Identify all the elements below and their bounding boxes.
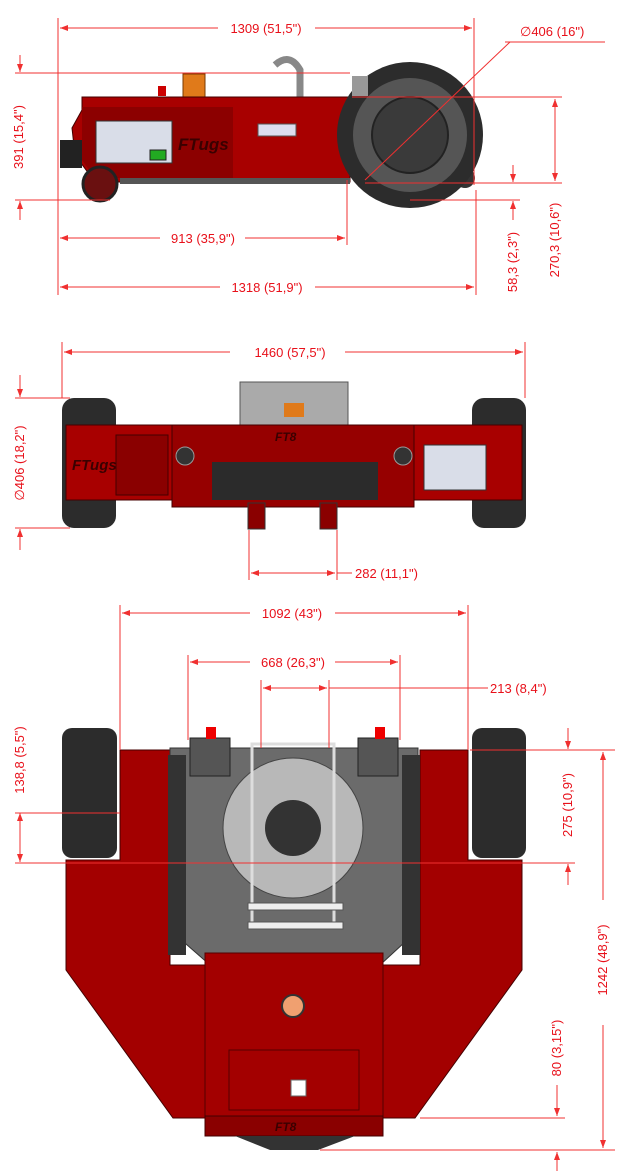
label-window	[257, 123, 297, 137]
top-wheel-right	[472, 728, 526, 858]
dim-overall-length-bottom: 1318 (51,9")	[231, 280, 302, 295]
top-wheel-left	[62, 728, 117, 858]
front-logo-brand: FTugs	[72, 457, 117, 474]
indicator-right	[375, 727, 385, 739]
front-door	[115, 434, 169, 496]
dim-turntable-offset: 275 (10,9")	[560, 773, 575, 837]
top-dimensions: 1092 (43") 668 (26,3") 213 (8,4") 138,8 …	[12, 605, 615, 1171]
stop-button	[158, 86, 166, 96]
roller-1	[247, 902, 344, 911]
top-side-strip-right	[402, 755, 420, 955]
dim-bracket-spacing: 668 (26,3")	[261, 655, 325, 670]
side-dimensions: 1309 (51,5") ∅406 (16") 391 (15,4") 913 …	[11, 18, 605, 295]
beacon-light	[182, 73, 206, 98]
turntable-hub	[265, 800, 321, 856]
dim-overall-length-top: 1309 (51,5")	[230, 21, 301, 36]
front-top-frame	[239, 381, 349, 428]
dim-ground-clearance: 58,3 (2,3")	[505, 232, 520, 292]
dim-fork-spacing: 282 (11,1")	[355, 566, 418, 581]
fork-left	[247, 502, 266, 530]
indicator-left	[206, 727, 216, 739]
rear-access-cover	[228, 1049, 360, 1111]
drive-wheel-hub	[371, 96, 449, 174]
side-view: FTugs	[60, 56, 483, 208]
side-skirt	[120, 178, 350, 184]
top-view: FT8	[62, 727, 526, 1150]
side-bumper	[60, 140, 82, 168]
roller-2	[247, 921, 344, 930]
rear-beacon	[281, 994, 305, 1018]
motor-top	[352, 76, 368, 96]
dim-front-wheel-diameter: ∅406 (18,2")	[12, 425, 27, 500]
dim-body-height: 270,3 (10,6")	[547, 203, 562, 278]
battery-indicator	[149, 149, 167, 161]
rear-tail	[235, 1136, 355, 1150]
top-side-strip-left	[168, 755, 186, 955]
headlight-right	[393, 446, 413, 466]
front-dimensions: 1460 (57,5") ∅406 (18,2") 282 (11,1")	[12, 342, 526, 581]
handle	[272, 56, 304, 97]
front-control-panel	[423, 444, 487, 491]
front-beacon	[284, 403, 304, 417]
dim-overall-width: 1460 (57,5")	[254, 345, 325, 360]
front-logo-model: FT8	[275, 430, 297, 444]
headlight-left	[175, 446, 195, 466]
dim-wheel-diameter-side: ∅406 (16")	[520, 24, 584, 39]
top-logo-model: FT8	[275, 1120, 297, 1134]
front-caster-wheel	[81, 165, 119, 203]
side-logo: FTugs	[178, 135, 229, 154]
dim-lift-width: 213 (8,4")	[490, 681, 547, 696]
dim-inner-width: 1092 (43")	[262, 606, 322, 621]
dim-axle-offset: 138,8 (5,5")	[12, 726, 27, 794]
bracket-right	[357, 737, 399, 777]
rear-label	[290, 1079, 307, 1097]
dim-rear-overhang: 80 (3,15")	[549, 1020, 564, 1077]
dim-height: 391 (15,4")	[11, 105, 26, 169]
fork-right	[319, 502, 338, 530]
dim-wheel-axle-distance: 913 (35,9")	[171, 231, 235, 246]
dim-overall-length-top-view: 1242 (48,9")	[595, 924, 610, 995]
front-grille	[212, 462, 378, 500]
front-view: FTugs FT8	[62, 381, 526, 530]
bracket-left	[189, 737, 231, 777]
